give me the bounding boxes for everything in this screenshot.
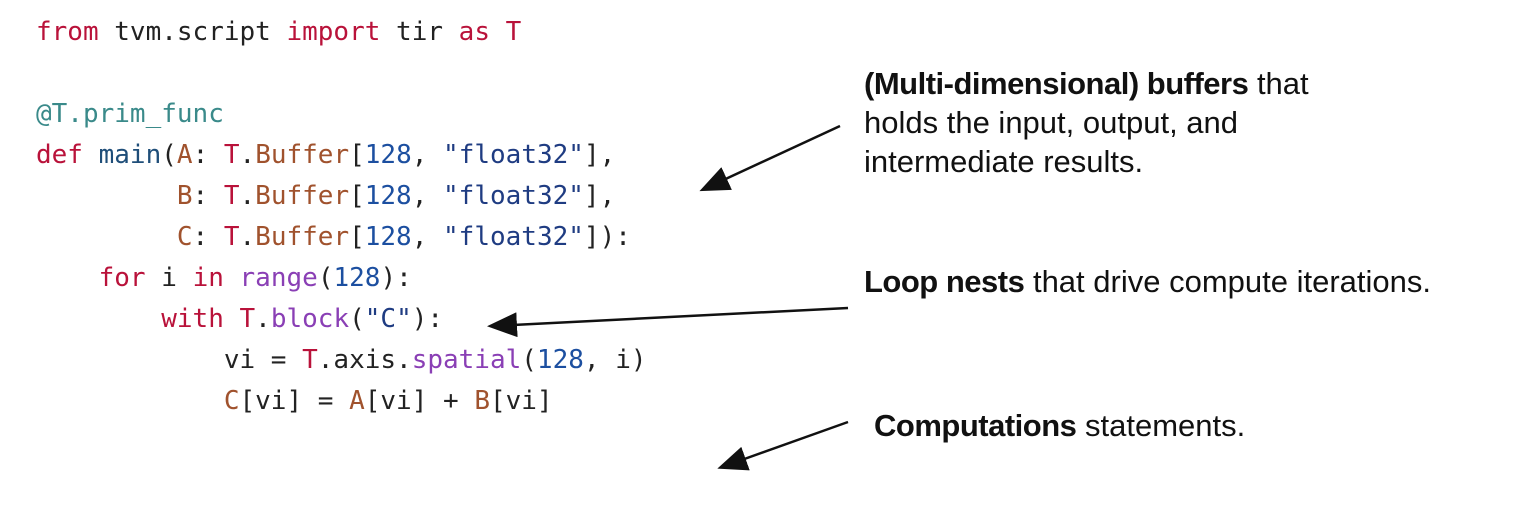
code-token: in [192,263,224,293]
code-token: 128 [364,222,412,252]
arrow-buffers [699,124,841,192]
code-token: ], [583,140,616,170]
code-token: T [223,222,240,252]
code-token: 128 [333,263,381,293]
annotation-buffers-rest: that [1248,66,1309,101]
arrow-loops [487,306,849,338]
code-token: "float32" [443,222,584,252]
code-line-8: with T.block("C"): [36,299,647,340]
code-token: : [192,222,224,252]
code-token: : [192,181,224,211]
code-token: ], [583,181,616,211]
code-token: , i) [583,345,647,375]
code-token: T [223,140,240,170]
code-line-9: vi = T.axis.spatial(128, i) [36,340,647,381]
code-token: for [98,263,146,293]
code-token: "C" [364,304,412,334]
code-token: Buffer [255,140,350,170]
code-token: [vi] = [239,386,350,416]
code-block: from tvm.script import tir as T @T.prim_f… [36,12,647,422]
code-token: Buffer [255,181,350,211]
code-token: spatial [411,345,522,375]
code-line-4: def main(A: T.Buffer[128, "float32"], [36,135,647,176]
code-token: T [223,181,240,211]
code-token: Buffer [255,222,350,252]
code-token: ): [411,304,444,334]
code-token: import [286,17,381,47]
code-token: 128 [364,140,412,170]
code-token: T [505,17,522,47]
annotation-buffers-bold: (Multi-dimensional) buffers [864,66,1249,101]
code-token: block [270,304,350,334]
code-token: "float32" [443,140,584,170]
code-token: , [411,181,444,211]
code-token: , [411,140,444,170]
code-token: ( [317,263,334,293]
code-token: as [458,17,490,47]
code-token: tir [380,17,459,47]
code-token: @T. [36,99,83,129]
code-token: [vi] + [364,386,475,416]
code-token: ( [349,304,365,334]
code-token: ( [521,345,537,375]
code-token: T [239,304,256,334]
code-token: . [255,304,271,334]
code-token: C [223,386,240,416]
code-token: def [36,140,83,170]
code-token: tvm.script [98,17,287,47]
code-token: [ [349,181,365,211]
code-token: ]): [583,222,631,252]
code-token: "float32" [443,181,584,211]
code-line-6: C: T.Buffer[128, "float32"]): [36,217,647,258]
code-token: ( [161,140,177,170]
code-line-5: B: T.Buffer[128, "float32"], [36,176,647,217]
code-token: : [192,140,224,170]
arrow-compute [717,420,849,471]
code-token: . [239,181,256,211]
code-token: 128 [364,181,412,211]
code-token: [ [349,140,365,170]
annotation-loops-rest: that drive compute iterations. [1024,264,1431,299]
code-token: T [302,345,318,375]
code-token: range [239,263,318,293]
code-line-1: from tvm.script import tir as T [36,12,647,53]
code-token: .axis. [317,345,412,375]
code-token: from [36,17,99,47]
code-token: C [176,222,193,252]
annotation-compute-rest: statements. [1076,408,1246,443]
code-line-7: for i in range(128): [36,258,647,299]
code-token: ): [380,263,412,293]
code-token: B [176,181,193,211]
code-token: prim_func [82,99,224,129]
code-token: , [411,222,444,252]
annotation-buffers: (Multi-dimensional) buffers that holds t… [864,64,1309,181]
code-token: . [239,222,256,252]
code-token: 128 [536,345,584,375]
annotation-loops-bold: Loop nests [864,264,1025,299]
code-token: B [474,386,490,416]
annotation-compute-bold: Computations [874,408,1077,443]
code-token: [vi] [489,386,553,416]
code-token: with [161,304,224,334]
code-token: [ [349,222,365,252]
code-token: A [176,140,193,170]
annotation-buffers-line2: holds the input, output, and [864,105,1239,140]
code-token: main [98,140,162,170]
annotation-loops: Loop nests that drive compute iterations… [864,262,1431,301]
code-token: vi = [36,345,303,375]
code-token: i [145,263,193,293]
annotation-buffers-line3: intermediate results. [864,144,1144,179]
code-line-3: @T.prim_func [36,94,647,135]
code-token: . [239,140,256,170]
code-line-10: C[vi] = A[vi] + B[vi] [36,381,647,422]
annotation-compute: Computations statements. [874,406,1245,445]
code-token: A [349,386,365,416]
